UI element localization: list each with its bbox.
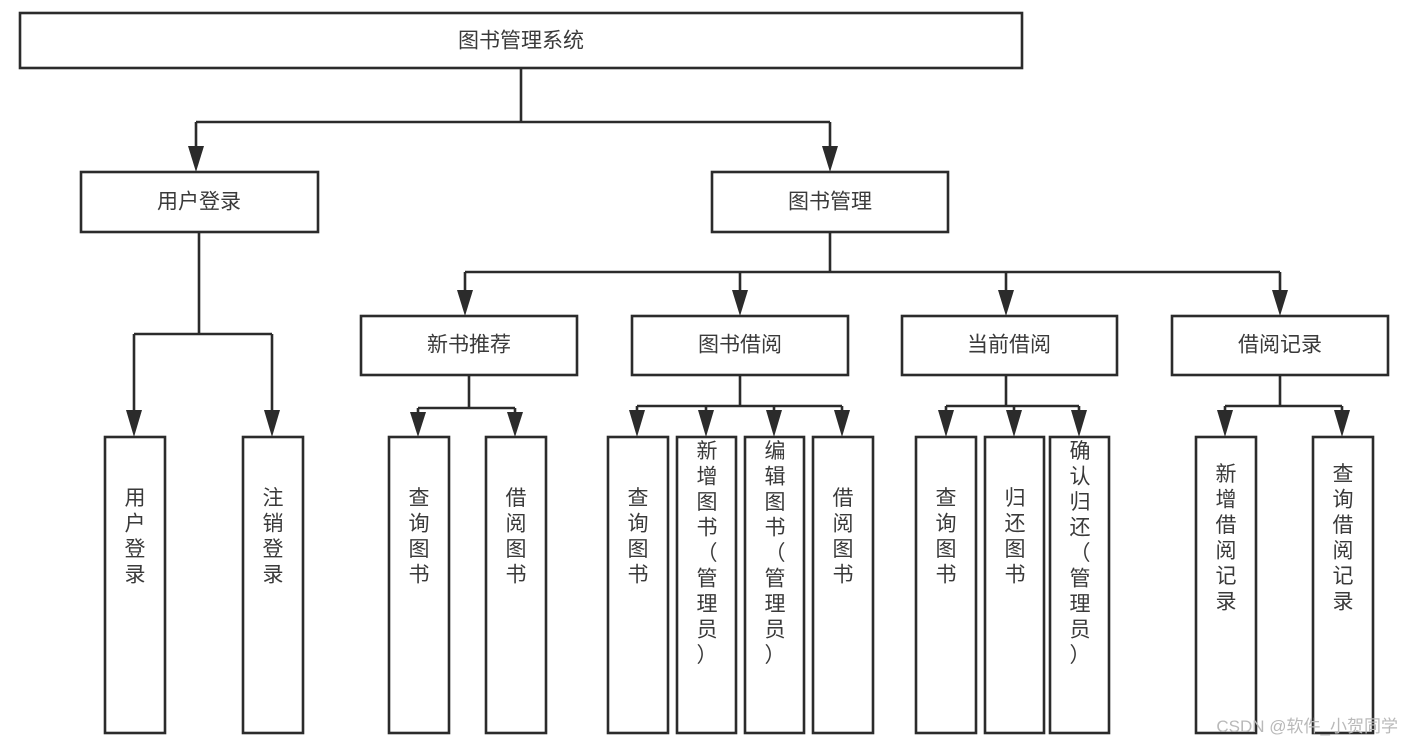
connector-group-login xyxy=(126,232,280,437)
arrow-head-leaf3 xyxy=(410,412,426,437)
node-leaf12[interactable]: 新增借阅记录 xyxy=(1194,435,1258,735)
node-login[interactable]: 用户登录 xyxy=(79,170,320,234)
node-leaf3-label: 查询图书 xyxy=(409,487,430,587)
arrow-head-bookmgmt xyxy=(822,146,838,172)
node-leaf10[interactable]: 归还图书 xyxy=(983,435,1046,735)
node-leaf9-box[interactable] xyxy=(914,435,978,735)
node-leaf4-box[interactable] xyxy=(484,435,548,735)
node-leaf3[interactable]: 查询图书 xyxy=(387,435,451,735)
node-bookmgmt-box[interactable] xyxy=(710,170,950,234)
arrow-head-leaf13 xyxy=(1334,410,1350,437)
node-leaf4-label: 借阅图书 xyxy=(506,487,527,587)
arrow-head-leaf2 xyxy=(264,410,280,437)
arrow-head-leaf7 xyxy=(766,410,782,437)
node-leaf2-box[interactable] xyxy=(241,435,305,735)
node-current-box[interactable] xyxy=(900,314,1119,377)
node-leaf9-label: 查询图书 xyxy=(936,487,957,587)
node-leaf11-box[interactable] xyxy=(1048,435,1111,735)
node-leaf7-label: 编辑图书（管理员） xyxy=(765,440,786,667)
node-borrow-box[interactable] xyxy=(630,314,850,377)
node-borrow[interactable]: 图书借阅 xyxy=(630,314,850,377)
node-leaf12-label: 新增借阅记录 xyxy=(1216,463,1237,614)
node-leaf6-box[interactable] xyxy=(675,435,738,735)
node-leaf8[interactable]: 借阅图书 xyxy=(811,435,875,735)
node-leaf6-label: 新增图书（管理员） xyxy=(697,440,718,667)
node-current-label: 当前借阅 xyxy=(967,334,1051,357)
watermark-label: CSDN @软件_小贺同学 xyxy=(1216,717,1398,736)
node-bookmgmt[interactable]: 图书管理 xyxy=(710,170,950,234)
node-leaf5-box[interactable] xyxy=(606,435,670,735)
connector-group-bookmgmt xyxy=(457,232,1288,316)
node-leaf12-box[interactable] xyxy=(1194,435,1258,735)
node-leaf6[interactable]: 新增图书（管理员） xyxy=(675,435,738,735)
connector-group-borrow xyxy=(629,375,850,437)
node-records-box[interactable] xyxy=(1170,314,1390,377)
connector-group-current xyxy=(938,375,1087,437)
node-leaf13-box[interactable] xyxy=(1311,435,1375,735)
arrow-head-leaf12 xyxy=(1217,410,1233,437)
node-root-label: 图书管理系统 xyxy=(458,30,584,53)
node-leaf8-label: 借阅图书 xyxy=(833,487,854,587)
arrow-head-leaf9 xyxy=(938,410,954,437)
arrow-head-current xyxy=(998,290,1014,316)
node-login-label: 用户登录 xyxy=(157,191,241,214)
node-bookmgmt-label: 图书管理 xyxy=(788,191,872,214)
arrow-head-leaf5 xyxy=(629,410,645,437)
connector-group-records xyxy=(1217,375,1350,437)
node-records[interactable]: 借阅记录 xyxy=(1170,314,1390,377)
node-leaf1-label: 用户登录 xyxy=(125,487,146,587)
node-leaf11-label: 确认归还（管理员） xyxy=(1070,440,1091,667)
node-leaf8-box[interactable] xyxy=(811,435,875,735)
node-root-box[interactable] xyxy=(18,11,1024,70)
node-newbook-box[interactable] xyxy=(359,314,579,377)
arrow-head-leaf1 xyxy=(126,410,142,437)
node-root[interactable]: 图书管理系统 xyxy=(18,11,1024,70)
arrow-head-newbook xyxy=(457,290,473,316)
node-leaf13[interactable]: 查询借阅记录 xyxy=(1311,435,1375,735)
arrow-head-records xyxy=(1272,290,1288,316)
node-leaf3-box[interactable] xyxy=(387,435,451,735)
node-borrow-label: 图书借阅 xyxy=(698,334,782,357)
node-leaf1[interactable]: 用户登录 xyxy=(103,435,167,735)
node-leaf13-label: 查询借阅记录 xyxy=(1333,463,1354,614)
connector-group-root xyxy=(188,68,838,172)
arrow-head-leaf11 xyxy=(1071,410,1087,437)
node-newbook[interactable]: 新书推荐 xyxy=(359,314,579,377)
node-leaf1-box[interactable] xyxy=(103,435,167,735)
node-leaf11[interactable]: 确认归还（管理员） xyxy=(1048,435,1111,735)
node-records-label: 借阅记录 xyxy=(1238,334,1322,357)
node-leaf5[interactable]: 查询图书 xyxy=(606,435,670,735)
node-leaf10-box[interactable] xyxy=(983,435,1046,735)
node-newbook-label: 新书推荐 xyxy=(427,334,511,357)
node-leaf5-label: 查询图书 xyxy=(628,487,649,587)
arrow-head-leaf6 xyxy=(698,410,714,437)
node-leaf7[interactable]: 编辑图书（管理员） xyxy=(743,435,806,735)
arrow-head-login xyxy=(188,146,204,172)
node-leaf4[interactable]: 借阅图书 xyxy=(484,435,548,735)
node-login-box[interactable] xyxy=(79,170,320,234)
node-leaf2[interactable]: 注销登录 xyxy=(241,435,305,735)
node-leaf9[interactable]: 查询图书 xyxy=(914,435,978,735)
node-current[interactable]: 当前借阅 xyxy=(900,314,1119,377)
arrow-head-leaf4 xyxy=(507,412,523,437)
node-leaf2-label: 注销登录 xyxy=(263,487,284,587)
connector-group-newbook xyxy=(410,375,523,437)
node-leaf10-label: 归还图书 xyxy=(1005,487,1026,587)
arrow-head-borrow xyxy=(732,290,748,316)
node-leaf7-box[interactable] xyxy=(743,435,806,735)
arrow-head-leaf10 xyxy=(1006,410,1022,437)
arrow-head-leaf8 xyxy=(834,410,850,437)
